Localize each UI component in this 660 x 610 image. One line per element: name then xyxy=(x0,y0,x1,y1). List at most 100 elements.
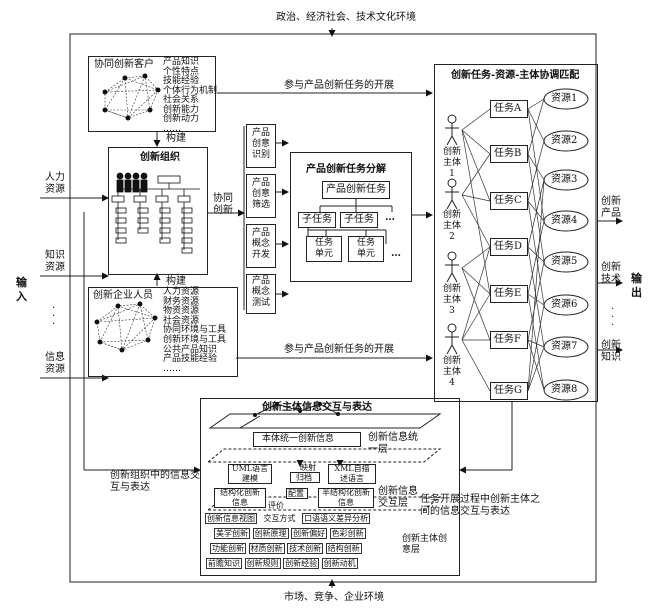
semi-label: 半结构化创新信息 xyxy=(322,488,370,507)
layer-idea-label: 创新主体创意层 xyxy=(402,534,448,555)
input-hr: 人力资源 xyxy=(45,172,65,195)
task-d-label: 任务D xyxy=(494,241,523,252)
note-org: 创新组织中的信息交互与表达 xyxy=(110,470,200,493)
output-knowledge: 创新知识 xyxy=(601,340,621,363)
env-bottom: 市场、竞争、企业环境 xyxy=(284,592,384,603)
people-icon xyxy=(116,172,148,193)
task-d xyxy=(490,238,528,256)
xml-box xyxy=(328,464,376,484)
input-label: 输入 xyxy=(16,276,27,303)
task-b xyxy=(490,145,528,163)
subject-1-label: 创新主体1 xyxy=(442,147,461,179)
mapping-label: 映射 xyxy=(300,463,316,472)
collab-label: 协同创新 xyxy=(213,193,233,216)
output-product: 创新产品 xyxy=(601,196,621,219)
unit-1 xyxy=(306,236,342,262)
enterprise-box xyxy=(88,287,238,377)
stage-3-label: 产品概念开发 xyxy=(251,228,270,260)
customers-title: 协同创新客户 xyxy=(94,59,154,70)
output-dots: ··· xyxy=(611,304,615,331)
subtask-1 xyxy=(298,212,336,228)
task-a-label: 任务A xyxy=(494,103,522,114)
unified-info-label: 本体统一创新信息 xyxy=(262,434,335,444)
stage-4-label: 产品概念测试 xyxy=(251,276,270,308)
unified-info-box xyxy=(253,432,361,447)
resource-4-label: 资源4 xyxy=(551,215,578,226)
env-top: 政治、经济社会、技术文化环境 xyxy=(276,12,416,23)
config-box xyxy=(286,488,308,499)
task-c xyxy=(490,192,528,210)
unit-2 xyxy=(348,236,384,262)
layer-unified-label: 创新信息统一层 xyxy=(368,432,418,455)
unit-2-label: 任务单元 xyxy=(356,238,375,259)
info-row2: 美学创新 创新原理 创新偏好 色彩创新 xyxy=(214,528,366,539)
stage-concept-test xyxy=(246,274,276,314)
input-knowledge: 知识资源 xyxy=(45,250,65,273)
stage-1-label: 产品创意识别 xyxy=(251,128,270,160)
subject-3-icon xyxy=(445,251,459,283)
info-box xyxy=(200,398,460,576)
review-label: 评价 xyxy=(268,501,284,510)
task-a xyxy=(490,100,528,118)
enterprise-list: 人力资源财务资源 物资资源社会资源 协同环境与工具创新环境与工具 公共产品知识产… xyxy=(163,287,227,374)
subtask-more: … xyxy=(385,212,395,223)
xml-label: XML自描述语言 xyxy=(334,464,370,483)
layer-interact-label: 创新信息交互层 xyxy=(378,486,418,509)
resource-2-label: 资源2 xyxy=(551,135,578,146)
archive-label: 归档 xyxy=(296,473,312,482)
uml-label: UML语言建模 xyxy=(231,464,269,483)
resource-8-label: 资源8 xyxy=(551,384,578,395)
customers-box xyxy=(88,56,216,132)
info-title: 创新主体信息交互与表达 xyxy=(262,402,372,413)
task-decomp-title: 产品创新任务分解 xyxy=(306,164,386,175)
subject-3-label: 创新主体3 xyxy=(442,284,461,316)
note-task: 任务开展过程中创新主体之间的信息交互与表达 xyxy=(420,494,540,517)
org-box xyxy=(108,147,208,275)
enterprise-title: 创新企业人员 xyxy=(93,290,153,301)
subtask-2 xyxy=(340,212,378,228)
task-b-label: 任务B xyxy=(494,148,522,159)
uml-box xyxy=(228,464,272,484)
resource-3-label: 资源3 xyxy=(551,174,578,185)
task-c-label: 任务C xyxy=(494,195,522,206)
input-dots: ··· xyxy=(52,303,56,330)
unit-1-label: 任务单元 xyxy=(314,238,333,259)
task-e-label: 任务E xyxy=(494,288,522,299)
resource-7-label: 资源7 xyxy=(551,341,578,352)
resource-1-label: 资源1 xyxy=(551,93,578,104)
build-bottom-label: 构建 xyxy=(166,276,186,287)
archive-box xyxy=(290,472,320,483)
flow-top-label: 参与产品创新任务的开展 xyxy=(284,80,394,91)
info-row3: 功能创新 材质创新 技术创新 结构创新 xyxy=(210,543,362,554)
output-tech: 创新技术 xyxy=(601,262,621,285)
task-decomp-box xyxy=(290,152,412,282)
stage-idea-screening xyxy=(246,174,276,218)
stage-concept-dev xyxy=(246,224,276,268)
org-title: 创新组织 xyxy=(140,152,180,163)
resource-5-label: 资源5 xyxy=(551,256,578,267)
flow-bottom-label: 参与产品创新任务的开展 xyxy=(284,344,394,355)
subject-2-icon xyxy=(445,178,459,210)
task-f xyxy=(490,331,528,349)
matching-title: 创新任务-资源-主体协调匹配 xyxy=(451,70,580,81)
resource-ellipses xyxy=(543,88,589,401)
config-label: 配置 xyxy=(288,489,304,498)
output-label: 输出 xyxy=(631,272,642,299)
subject-4-label: 创新主体4 xyxy=(442,356,461,388)
customers-list: 产品知识个性特点 技能经验个体行为机制 社会关系创新能力 创新动力…… xyxy=(163,57,218,134)
resource-6-label: 资源6 xyxy=(551,299,578,310)
task-g-label: 任务G xyxy=(494,385,522,396)
info-row4: 前瞻知识 创新规则 创新经验 创新动机 xyxy=(206,558,358,569)
semi-box xyxy=(318,488,374,508)
build-top-label: 构建 xyxy=(166,133,186,144)
subtask-1-label: 子任务 xyxy=(302,214,332,225)
task-root-label: 产品创新任务 xyxy=(326,184,386,195)
subject-4-icon xyxy=(445,323,459,355)
unit-more: … xyxy=(391,248,401,259)
task-g xyxy=(490,382,528,400)
matching-box xyxy=(434,64,598,402)
task-f-label: 任务F xyxy=(494,334,521,345)
stage-idea-identification xyxy=(246,124,276,168)
input-info: 信息资源 xyxy=(45,352,65,375)
